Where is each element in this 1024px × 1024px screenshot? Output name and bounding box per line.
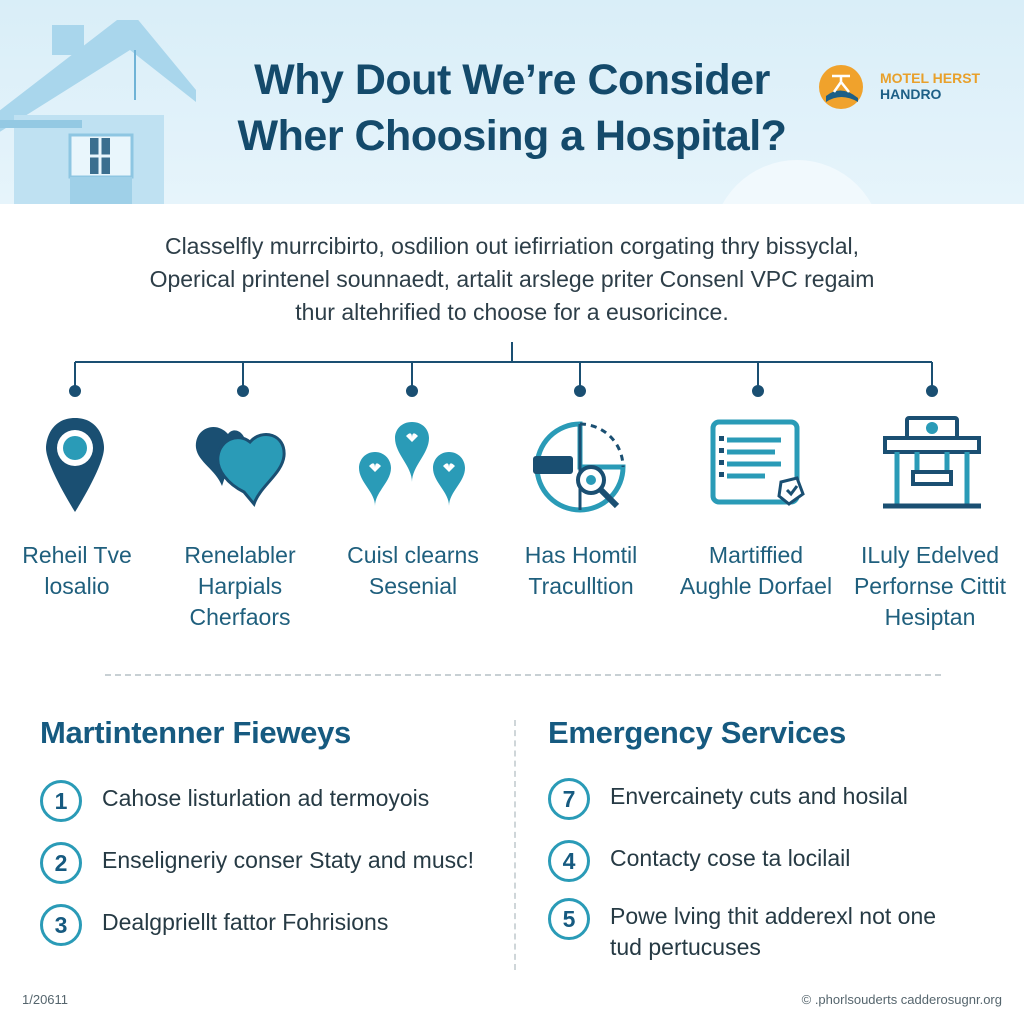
column-divider — [514, 720, 516, 970]
logo-line-1: MOTEL HERST — [880, 70, 981, 86]
list-item-line: Envercainety cuts and hosilal — [610, 783, 908, 809]
search-chart-icon — [533, 421, 626, 513]
decorative-arc — [712, 160, 882, 204]
factor-label: Has Homtil Traculltion — [486, 540, 676, 602]
page-title: Why Dout We’re Consider Wher Choosing a … — [200, 52, 824, 164]
right-section-title: Emergency Services — [548, 715, 846, 750]
list-item-line: Enseligneriy conser Staty and musc! — [102, 847, 475, 873]
list-item-line: Contacty cose ta locilail — [610, 845, 851, 871]
number-badge: 1 — [40, 780, 82, 822]
left-section-title: Martintenner Fieweys — [40, 715, 351, 750]
certificate-document-icon — [710, 419, 805, 506]
list-item: 3 Dealgpriellt fattor Fohrisions — [40, 904, 388, 946]
intro-line-3: thur altehrified to choose for a eusoric… — [295, 299, 729, 325]
list-item: 1 Cahose listurlation ad termoyois — [40, 780, 429, 822]
logo-line-2: HANDRO — [880, 86, 942, 102]
list-item-text: Cahose listurlation ad termoyois — [102, 783, 429, 814]
factor-label-line: ILuly Edelved — [860, 542, 1000, 568]
header-banner: Why Dout We’re Consider Wher Choosing a … — [0, 0, 1024, 204]
factor-label: Reheil Tve losalio — [0, 540, 172, 602]
list-item-text: Contacty cose ta locilail — [610, 843, 850, 874]
factor-label-line: Traculltion — [528, 573, 634, 599]
logo-emblem-icon — [819, 65, 863, 109]
number-badge: 2 — [40, 842, 82, 884]
list-item: 2 Enseligneriy conser Staty and musc! — [40, 842, 474, 884]
heart-pins-icon — [359, 422, 465, 506]
list-item-line: tud pertucuses — [610, 934, 761, 960]
factor-label: Cuisl clearns Sesenial — [318, 540, 508, 602]
list-item-text: Enseligneriy conser Staty and musc! — [102, 845, 474, 876]
intro-paragraph: Classelfly murrcibirto, osdilion out ief… — [120, 230, 904, 329]
factor-label-line: Hesiptan — [884, 604, 976, 630]
list-item: 7 Envercainety cuts and hosilal — [548, 778, 908, 820]
factor-label-line: Renelabler — [184, 542, 296, 568]
factor-label-line: Has Homtil — [524, 542, 638, 568]
factor-label-line: Reheil Tve — [22, 542, 132, 568]
number-badge: 4 — [548, 840, 590, 882]
title-line-2: Wher Choosing a Hospital? — [237, 112, 787, 160]
list-item: 5 Powe lving thit adderexl not one tud p… — [548, 898, 936, 963]
footer-date: 1/20611 — [22, 992, 69, 1007]
list-item-text: Dealgpriellt fattor Fohrisions — [102, 907, 388, 938]
footer-credit: © .phorlsouderts cadderosugnr.org — [801, 992, 1002, 1007]
number-badge: 7 — [548, 778, 590, 820]
hearts-speech-icon — [195, 426, 286, 508]
number-badge: 5 — [548, 898, 590, 940]
intro-line-1: Classelfly murrcibirto, osdilion out ief… — [164, 233, 860, 259]
factor-label-line: Sesenial — [368, 573, 458, 599]
factor-label-line: Martiffied — [708, 542, 804, 568]
list-item: 4 Contacty cose ta locilail — [548, 840, 850, 882]
hospital-building-icon — [883, 416, 981, 509]
factor-label: Martiffied Aughle Dorfael — [661, 540, 851, 602]
title-line-1: Why Dout We’re Consider — [254, 56, 770, 104]
factor-label: Renelabler Harpials Cherfaors — [145, 540, 335, 633]
list-item-text: Envercainety cuts and hosilal — [610, 781, 908, 812]
brand-logo: MOTEL HERST HANDRO — [818, 62, 1018, 112]
factor-label-line: Perfornse Cittit — [853, 573, 1007, 599]
factor-label-line: Aughle Dorfael — [679, 573, 833, 599]
list-item-text: Powe lving thit adderexl not one tud per… — [610, 901, 936, 963]
list-item-line: Powe lving thit adderexl not one — [610, 903, 937, 929]
house-illustration-icon — [0, 20, 196, 204]
list-item-line: Dealgpriellt fattor Fohrisions — [102, 909, 389, 935]
section-divider — [105, 674, 941, 676]
factor-label-line: Cherfaors — [189, 604, 291, 630]
factor-label-line: losalio — [44, 573, 110, 599]
list-item-line: Cahose listurlation ad termoyois — [102, 785, 430, 811]
factor-label-line: Cuisl clearns — [347, 542, 479, 568]
number-badge: 3 — [40, 904, 82, 946]
connector-tree — [69, 342, 938, 397]
location-pin-icon — [46, 418, 104, 512]
factor-label: ILuly Edelved Perfornse Cittit Hesiptan — [834, 540, 1024, 633]
intro-line-2: Operical printenel sounnaedt, artalit ar… — [149, 266, 875, 292]
factor-label-line: Harpials — [197, 573, 283, 599]
